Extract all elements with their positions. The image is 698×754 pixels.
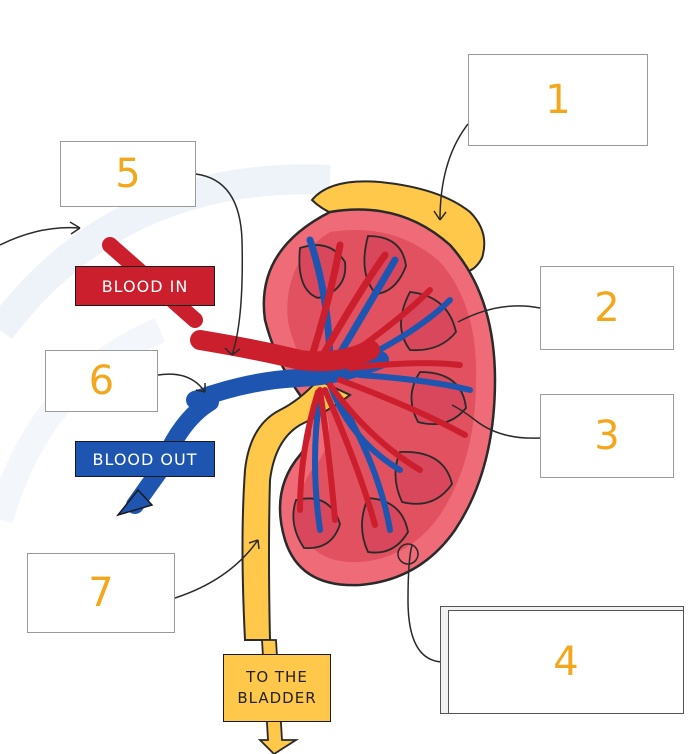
label-box-2[interactable]: 2 [540,266,674,350]
blood-out-label: BLOOD OUT [92,449,198,469]
label-number: 5 [115,151,141,197]
renal-artery-branches [190,241,468,528]
blood-in-label: BLOOD IN [101,276,189,296]
blood-out-arrow [115,488,154,517]
label-box-4[interactable]: 4 [448,610,684,714]
bladder-label-line1: TO THE [246,668,308,686]
label-box-1[interactable]: 1 [468,54,648,146]
to-bladder-tag: TO THE BLADDER [223,654,331,722]
bladder-label-line2: BLADDER [237,689,317,707]
label-number: 6 [88,358,115,404]
label-box-7[interactable]: 7 [27,553,175,633]
pyramid [363,235,407,295]
label-box-6[interactable]: 6 [45,350,158,412]
leader-lines [0,123,541,663]
blood-out-tag: BLOOD OUT [75,441,215,477]
label-number: 3 [594,413,620,459]
blood-in-tag: BLOOD IN [75,266,215,306]
background-arc [0,164,331,340]
label-box-5[interactable]: 5 [60,141,196,207]
label-number: 7 [88,570,114,616]
label-number: 2 [594,285,620,331]
label-number: 1 [545,77,571,123]
ureter [241,378,352,641]
label-number: 4 [553,639,579,685]
highlight-circle [397,543,419,565]
label-box-3[interactable]: 3 [540,394,674,478]
